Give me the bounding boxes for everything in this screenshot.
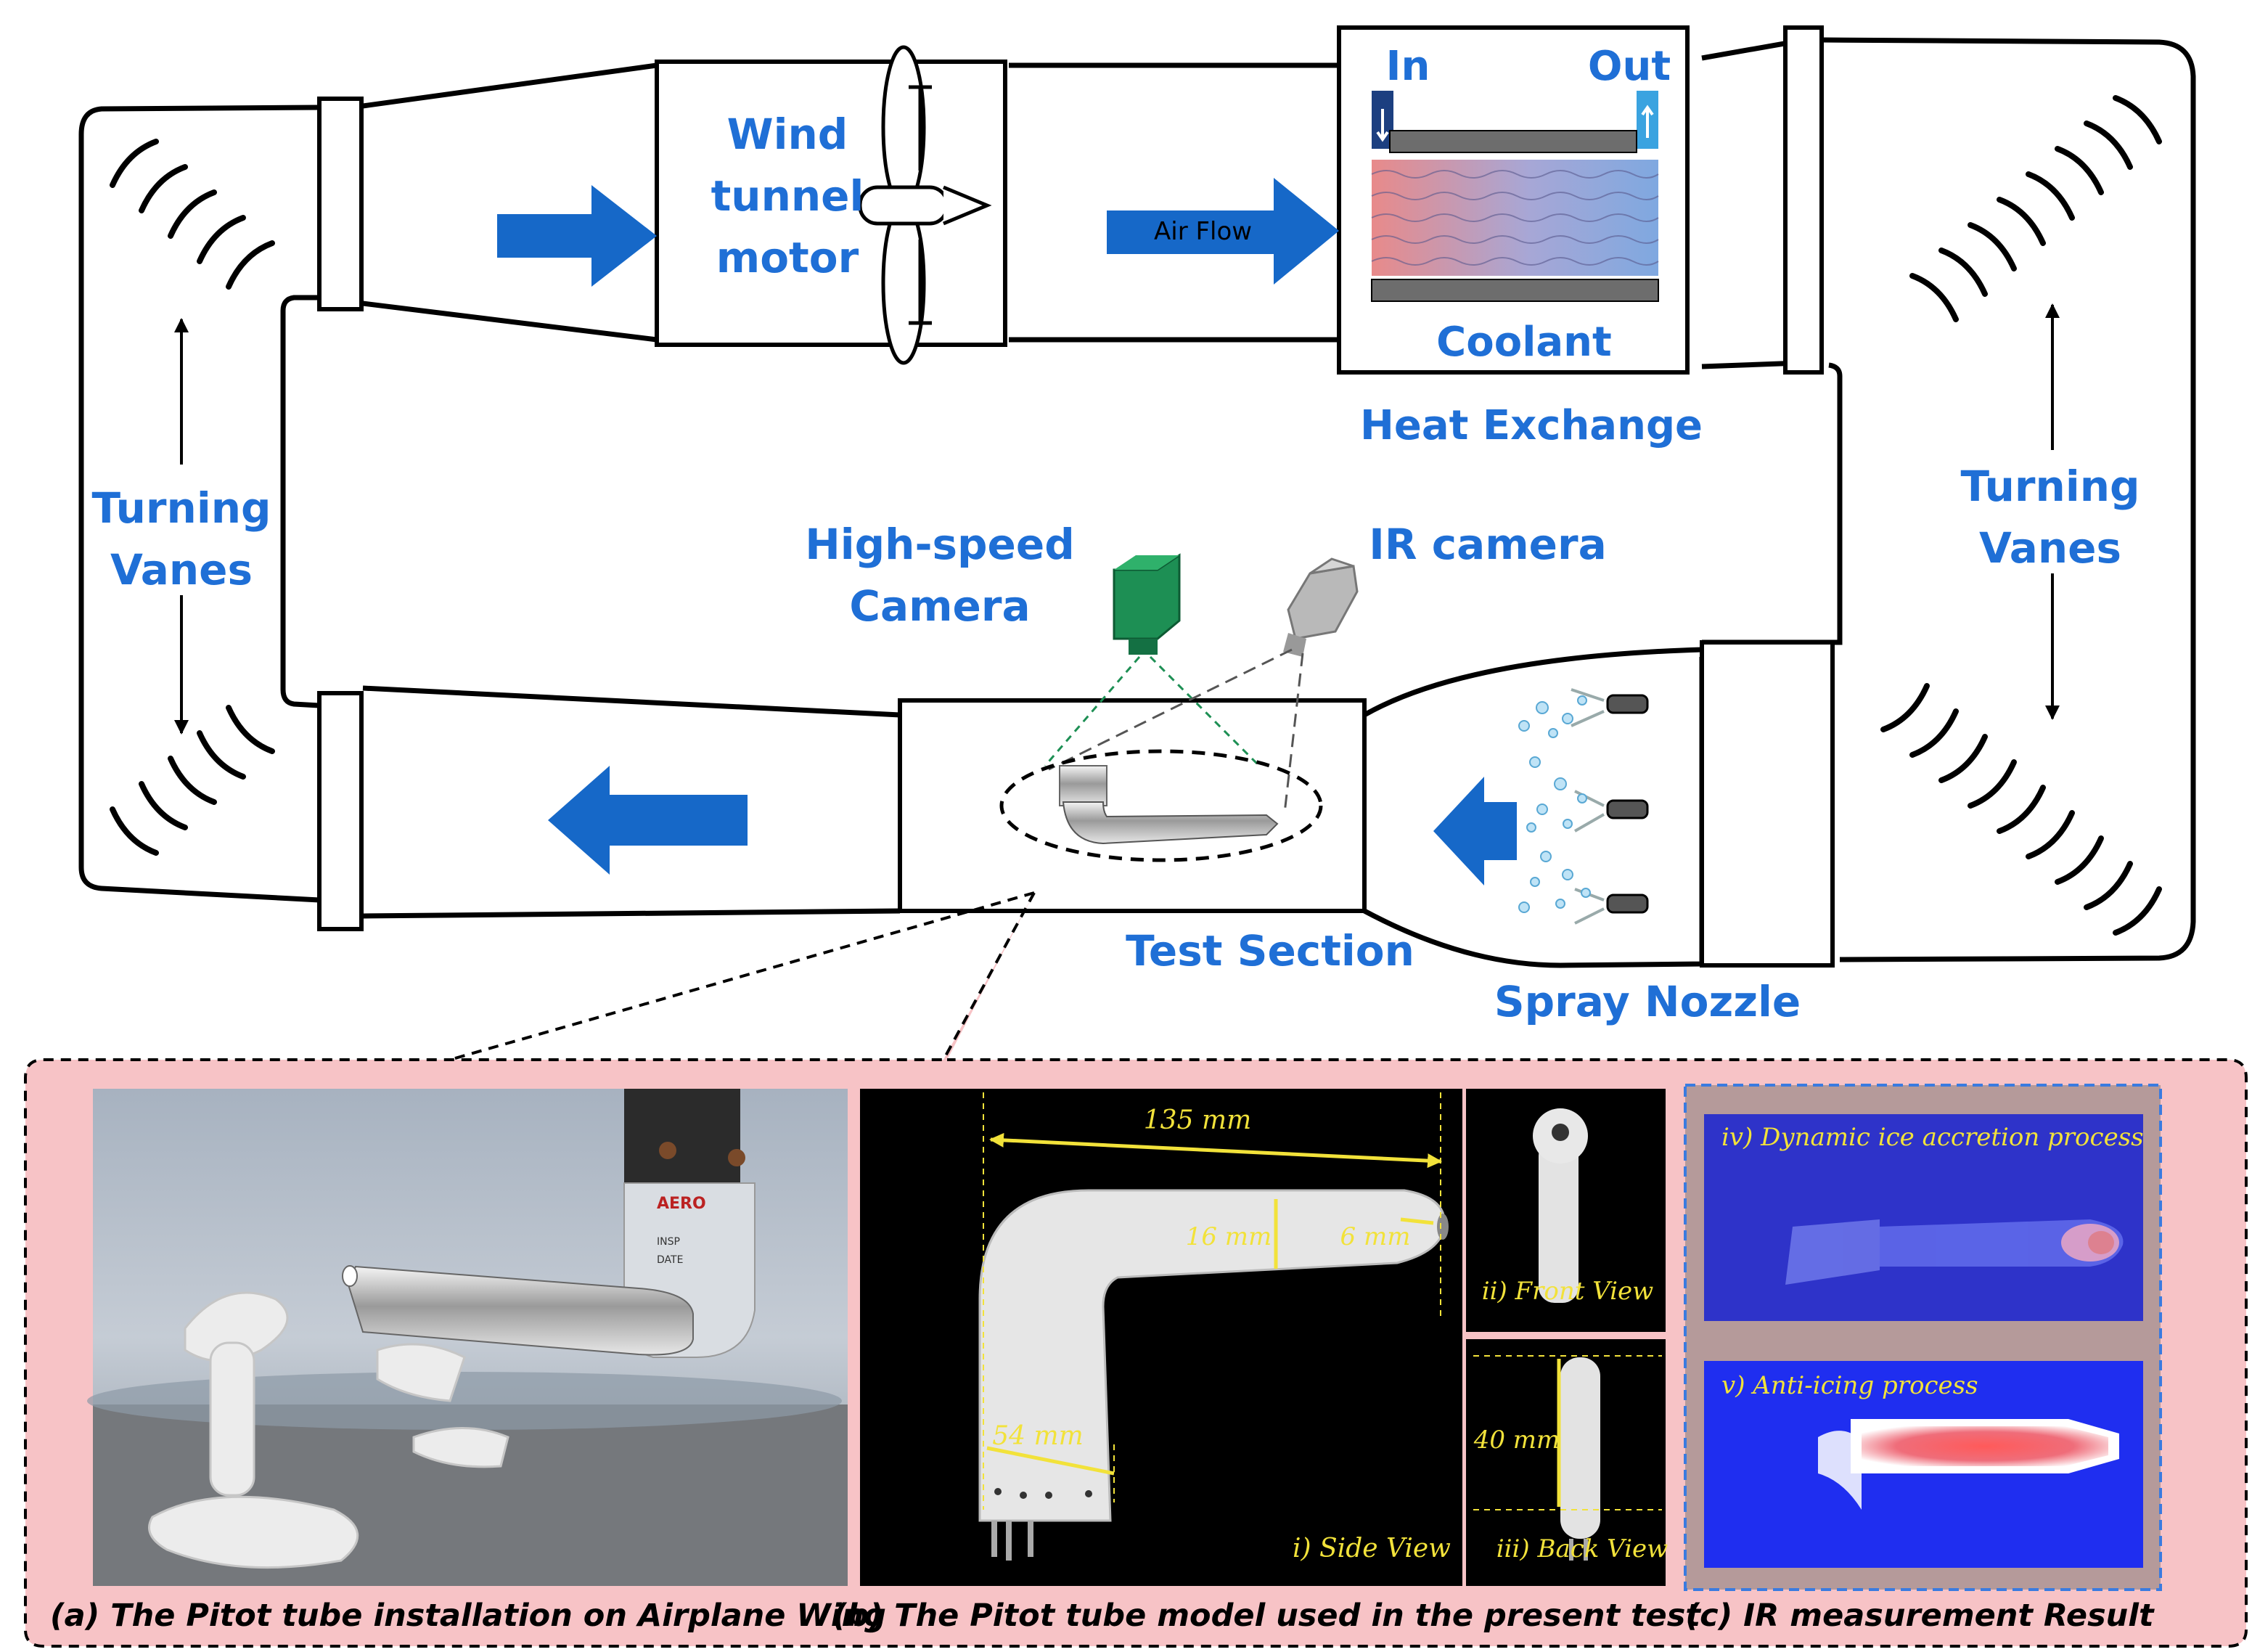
view-back-label: iii) Back View (1496, 1534, 1668, 1563)
high-speed-camera-icon (1113, 553, 1181, 655)
panel-a-caption: (a) The Pitot tube installation on Airpl… (50, 1598, 886, 1634)
flow-arrow-lower-left (548, 766, 748, 875)
test-section-label: Test Section (1126, 926, 1414, 976)
flow-arrow-lower-right (1433, 777, 1517, 886)
turning-vanes-left-2: Vanes (110, 545, 253, 594)
flange-top-right (1783, 25, 1824, 375)
tag-aero: AERO (657, 1195, 706, 1213)
flange-bottom-left (317, 691, 364, 931)
panel-b-side-view (860, 1089, 1462, 1586)
turning-vanes-right-1: Turning (1960, 462, 2140, 511)
panel-a-photo: AERO INSP DATE (87, 1089, 848, 1586)
panel-c-ir-results (1684, 1084, 2162, 1591)
tag-date: DATE (657, 1254, 683, 1266)
camera-view-lines (1044, 648, 1304, 814)
dim-strut-label: 54 mm (992, 1421, 1084, 1451)
settling-chamber-box (1700, 640, 1835, 968)
turning-vanes (110, 95, 2162, 936)
flange-top-left (317, 97, 364, 311)
panel-b-caption: (b) The Pitot tube model used in the pre… (832, 1598, 1701, 1634)
high-speed-camera-label-2: Camera (849, 581, 1030, 631)
heat-exchanger-graphic (1371, 91, 1659, 302)
heat-exchange-label: Heat Exchange (1360, 402, 1703, 449)
dim-back-label: 40 mm (1473, 1426, 1560, 1455)
detail-callout-border (24, 892, 2248, 1648)
turning-vanes-right-2: Vanes (1979, 523, 2121, 573)
dim-diameter-label: 16 mm (1186, 1222, 1272, 1251)
panel-b-front-view (1466, 1089, 1666, 1332)
air-flow-label: Air Flow (1154, 217, 1252, 246)
tunnel-inner-left (280, 295, 320, 708)
ir-bottom-label: v) Anti-icing process (1721, 1371, 1978, 1400)
dim-length-label: 135 mm (1144, 1105, 1251, 1135)
pitot-tube-in-test-section (1059, 765, 1279, 845)
coolant-label: Coolant (1436, 319, 1612, 366)
callout-leader (449, 891, 1035, 1061)
fan-icon (858, 45, 992, 365)
high-speed-camera-label-1: High-speed (805, 520, 1075, 569)
spray-nozzle-label: Spray Nozzle (1494, 977, 1801, 1026)
view-front-label: ii) Front View (1482, 1277, 1654, 1306)
tunnel-outer-wall (78, 37, 2196, 962)
turning-vanes-left-1: Turning (91, 483, 271, 533)
ir-camera-icon (1283, 557, 1359, 657)
flow-arrow-upper-mid (1107, 178, 1339, 285)
motor-label-1: Wind (727, 110, 848, 159)
tag-insp: INSP (657, 1236, 680, 1248)
test-section-box (898, 698, 1367, 913)
hx-in-label: In (1386, 43, 1430, 90)
flow-arrow-upper-left (497, 185, 657, 287)
view-side-label: i) Side View (1293, 1534, 1451, 1563)
spray-nozzles (1518, 688, 1649, 925)
hx-out-label: Out (1588, 43, 1671, 90)
panel-b-back-view (1466, 1339, 1666, 1586)
panel-c-caption: (c) IR measurement Result (1685, 1598, 2155, 1634)
dim-tip-label: 6 mm (1340, 1222, 1411, 1251)
motor-label-2: tunnel (711, 171, 864, 221)
test-region-ellipse (999, 749, 1323, 862)
motor-label-3: motor (716, 233, 859, 282)
ir-camera-label: IR camera (1369, 520, 1606, 569)
ir-top-label: iv) Dynamic ice accretion process (1721, 1123, 2144, 1152)
